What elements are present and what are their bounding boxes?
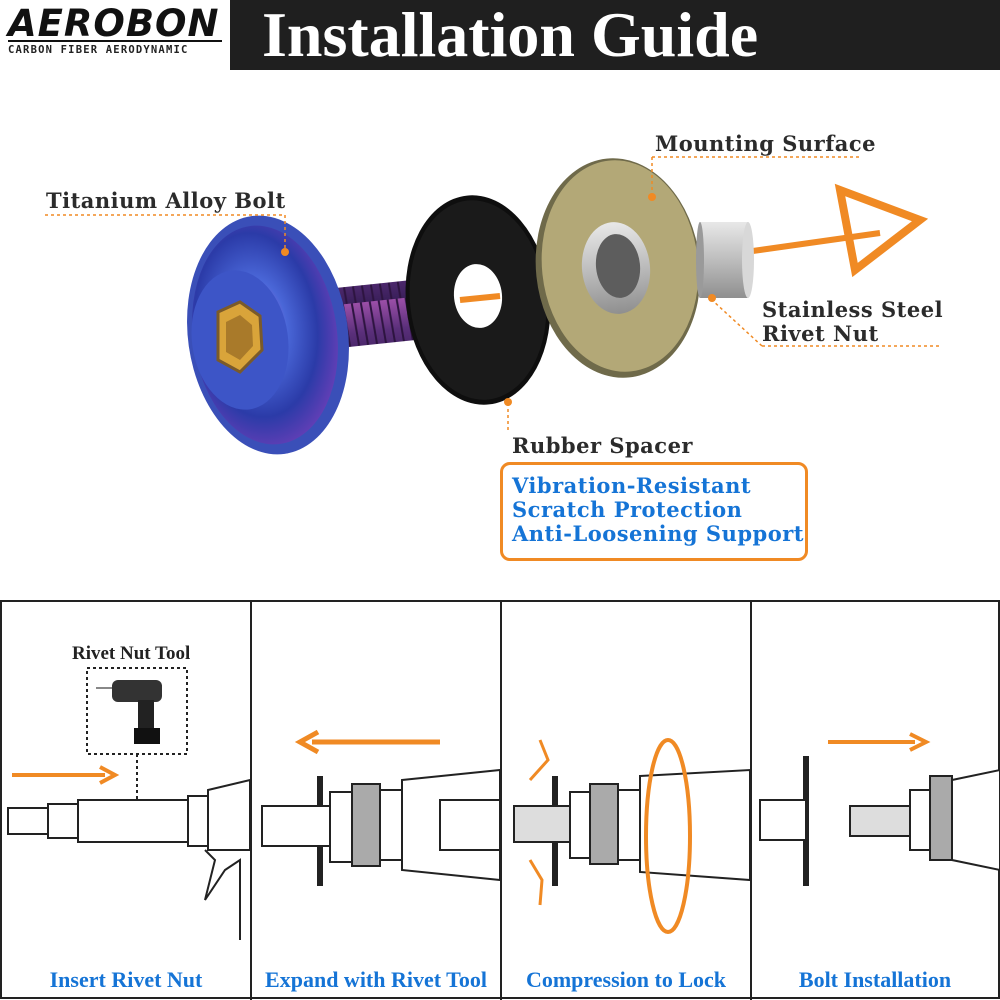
label-mounting-surface: Mounting Surface <box>655 131 877 156</box>
page-title: Installation Guide <box>262 0 759 70</box>
step-label-compression: Compression to Lock <box>525 967 727 992</box>
mounting-surface <box>535 158 701 378</box>
step-3-illustration <box>513 768 751 886</box>
benefit-scratch: Scratch Protection <box>512 497 743 522</box>
logo-divider <box>8 40 222 42</box>
titanium-bolt <box>187 215 452 455</box>
label-rubber-spacer: Rubber Spacer <box>512 433 693 458</box>
step-2-illustration <box>261 768 501 886</box>
brand-logo: AEROBON <box>8 2 220 45</box>
exploded-parts-diagram <box>45 156 940 455</box>
label-rivet-nut-line1: Stainless Steel <box>762 297 944 322</box>
brand-tagline: CARBON FIBER AERODYNAMIC <box>8 44 189 56</box>
step-label-expand: Expand with Rivet Tool <box>265 967 487 992</box>
leader-lines <box>45 156 940 432</box>
insert-arrow-icon <box>99 765 120 785</box>
label-rivet-nut-line2: Rivet Nut <box>762 321 879 346</box>
step-label-bolt: Bolt Installation <box>798 967 952 992</box>
benefit-vibration: Vibration-Resistant <box>512 473 752 498</box>
step-1-illustration <box>7 667 251 940</box>
spacer-benefits-box <box>500 462 808 561</box>
installation-steps-panel <box>0 600 1000 1000</box>
assembly-arrow-icon <box>834 183 929 278</box>
brand-logo-area <box>0 0 230 70</box>
stainless-rivet-nut <box>696 222 754 298</box>
rotate-lock-icon <box>644 738 692 934</box>
label-rivet-nut-tool: Rivet Nut Tool <box>72 643 191 664</box>
install-arrow-icon <box>909 732 931 752</box>
step-label-insert: Insert Rivet Nut <box>49 967 203 992</box>
header-bar <box>230 0 1000 70</box>
benefit-anti-loosening: Anti-Loosening Support <box>512 521 804 546</box>
step-4-illustration <box>759 756 1000 886</box>
label-titanium-bolt: Titanium Alloy Bolt <box>46 188 286 213</box>
expand-arrow-icon <box>294 729 320 755</box>
